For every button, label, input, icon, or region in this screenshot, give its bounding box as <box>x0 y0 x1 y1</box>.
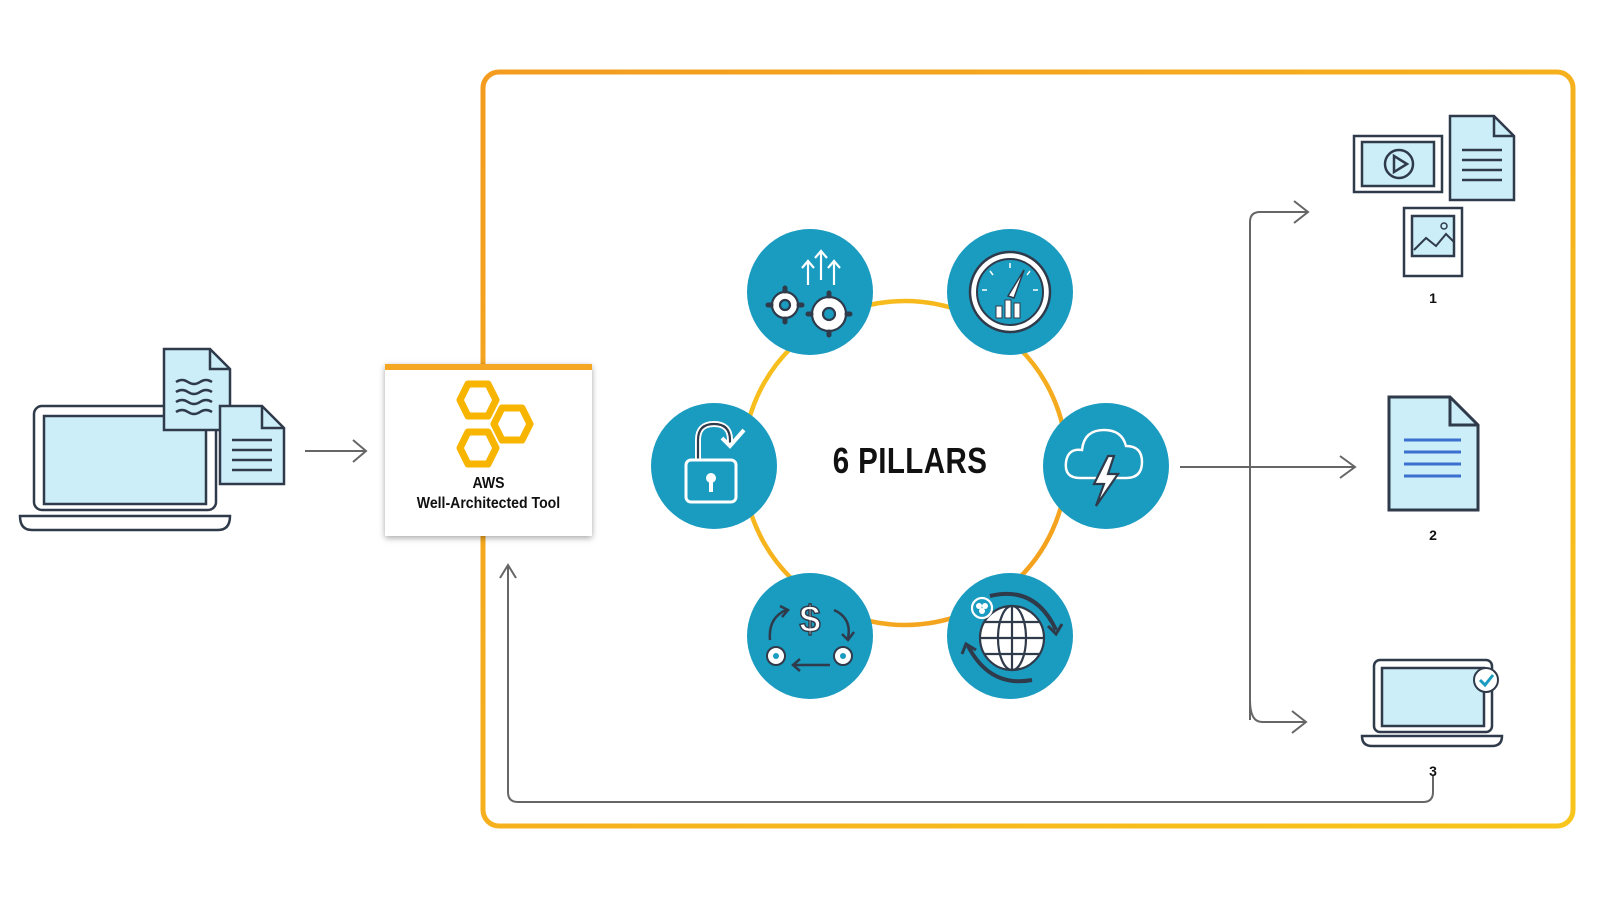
pillar-security <box>651 403 777 529</box>
laptop-check-icon <box>1360 658 1504 748</box>
svg-text:$: $ <box>799 599 820 641</box>
speedometer-icon <box>968 250 1052 334</box>
laptop-documents-icon <box>18 347 286 532</box>
feedback-arrow <box>499 563 1434 803</box>
tool-name-line1: AWS <box>472 475 505 492</box>
hexagon-cluster-icon <box>456 380 533 468</box>
pillar-cost-optimization: $ <box>747 573 873 699</box>
output-label-3: 3 <box>1429 763 1437 779</box>
output-label-2: 2 <box>1429 527 1437 543</box>
well-architected-tool-card[interactable]: AWS Well-Architected Tool <box>385 364 592 536</box>
output-arrows <box>1180 200 1357 734</box>
dollar-cycle-icon: $ <box>766 598 855 672</box>
arrow-to-tool <box>305 439 368 463</box>
media-documents-icon <box>1352 114 1516 278</box>
gears-arrows-icon <box>765 249 853 338</box>
pillars-label: 6 PILLARS <box>832 440 988 481</box>
padlock-check-icon <box>684 420 746 504</box>
document-icon <box>1387 395 1480 512</box>
storm-cloud-icon <box>1064 428 1144 507</box>
globe-cycle-icon <box>960 591 1064 684</box>
tool-name: AWS Well-Architected Tool <box>397 474 579 514</box>
tool-name-line2: Well-Architected Tool <box>416 495 561 512</box>
pillar-operational-excellence <box>747 229 873 355</box>
pillar-performance-efficiency <box>947 229 1073 355</box>
output-label-1: 1 <box>1429 290 1437 306</box>
pillar-sustainability <box>947 573 1073 699</box>
pillar-reliability <box>1043 403 1169 529</box>
